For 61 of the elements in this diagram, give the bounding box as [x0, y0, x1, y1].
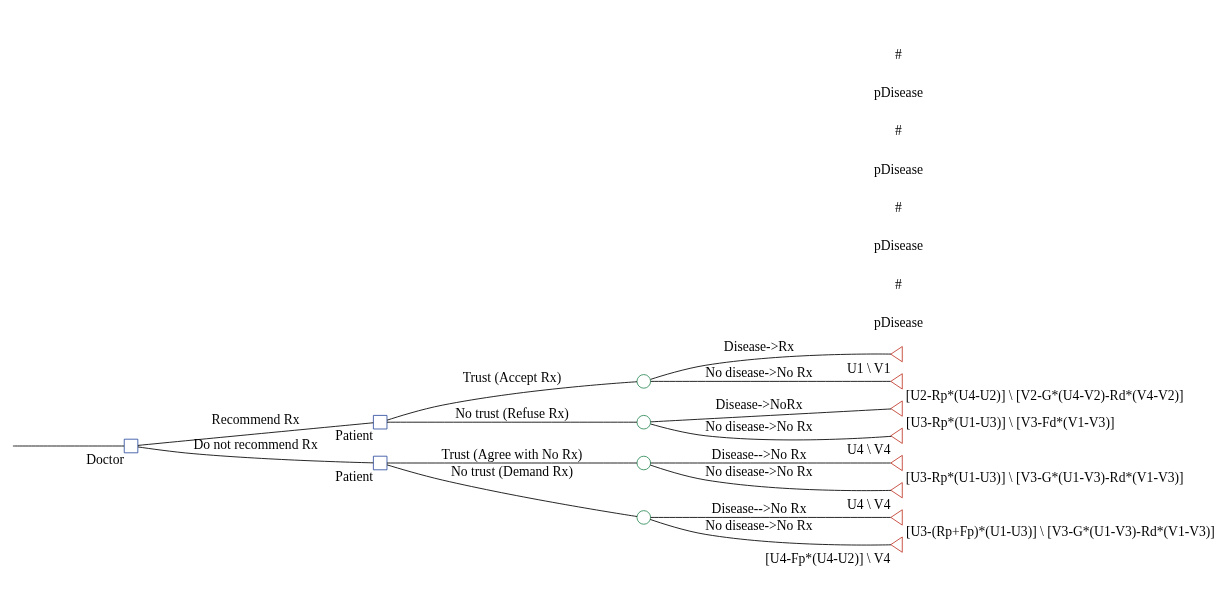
connector	[649, 464, 892, 491]
node-triangle	[890, 454, 903, 471]
edge-label: Trust (Accept Rx)	[462, 369, 562, 385]
connector	[137, 421, 374, 446]
connector	[650, 516, 892, 518]
edge-label: Disease->NoRx	[715, 396, 803, 412]
node-box	[372, 455, 388, 470]
label: pDisease	[873, 314, 923, 330]
connector	[650, 423, 892, 440]
connector	[137, 446, 374, 463]
edge-label: Recommend Rx	[211, 411, 300, 427]
node-triangle	[890, 508, 903, 525]
connector	[650, 462, 892, 463]
edge-label: No disease->No Rx	[705, 418, 813, 434]
node-label: U4 \ V4	[846, 496, 891, 512]
label: pDisease	[873, 161, 923, 177]
node-circle	[636, 373, 651, 389]
edge-label: Disease-->No Rx	[711, 500, 807, 516]
node-label: U1 \ V1	[846, 360, 891, 376]
node-label: [U4-Fp*(U4-U2)] \ V4	[765, 550, 891, 566]
node-label: U4 \ V4	[846, 441, 891, 457]
node-triangle	[890, 481, 903, 498]
connector	[386, 380, 638, 421]
node-label: Patient	[335, 427, 374, 443]
label: pDisease	[873, 84, 923, 100]
node-label: [U3-(Rp+Fp)*(U1-U3)] \ [V3-G*(U1-V3)-Rd*(V1-V3)]	[905, 523, 1215, 539]
node-label: [U2-Rp*(U4-U2)] \ [V2-G*(U4-V2)-Rd*(V4-V2)]	[905, 387, 1184, 403]
node-triangle	[890, 427, 903, 444]
node-circle	[636, 455, 651, 470]
connector	[650, 353, 892, 380]
edge-label: No disease->No Rx	[705, 517, 813, 533]
connector	[649, 518, 892, 545]
node-label: [U3-Rp*(U1-U3)] \ [V3-Fd*(V1-V3)]	[906, 414, 1115, 430]
edge-label: Trust (Agree with No Rx)	[441, 446, 583, 462]
node-circle	[636, 414, 651, 429]
node-triangle	[890, 536, 903, 553]
label: #	[895, 46, 902, 62]
connector	[386, 462, 638, 463]
node-circle	[636, 509, 651, 525]
node-triangle	[890, 345, 903, 362]
node-triangle	[890, 372, 903, 389]
edge-label: Disease-->No Rx	[711, 446, 807, 462]
connector	[650, 408, 892, 422]
node-box	[123, 438, 139, 453]
edge-label: Do not recommend Rx	[193, 436, 318, 452]
edge-label: No trust (Demand Rx)	[451, 463, 573, 479]
connector	[386, 463, 638, 517]
node-triangle	[890, 400, 903, 417]
edge-label: No disease->No Rx	[705, 463, 813, 479]
label: pDisease	[873, 237, 923, 253]
node-label: Doctor	[86, 451, 124, 467]
label: #	[895, 199, 902, 215]
edge-label: Disease->Rx	[723, 338, 795, 354]
edge-label: No disease->No Rx	[705, 364, 813, 380]
node-box	[372, 414, 388, 429]
node-label: Patient	[335, 468, 374, 484]
label: #	[895, 122, 902, 138]
node-label: [U3-Rp*(U1-U3)] \ [V3-G*(U1-V3)-Rd*(V1-V3)]	[905, 469, 1184, 485]
edge-label: No trust (Refuse Rx)	[455, 405, 569, 421]
connector	[650, 380, 892, 382]
label: #	[895, 276, 902, 292]
